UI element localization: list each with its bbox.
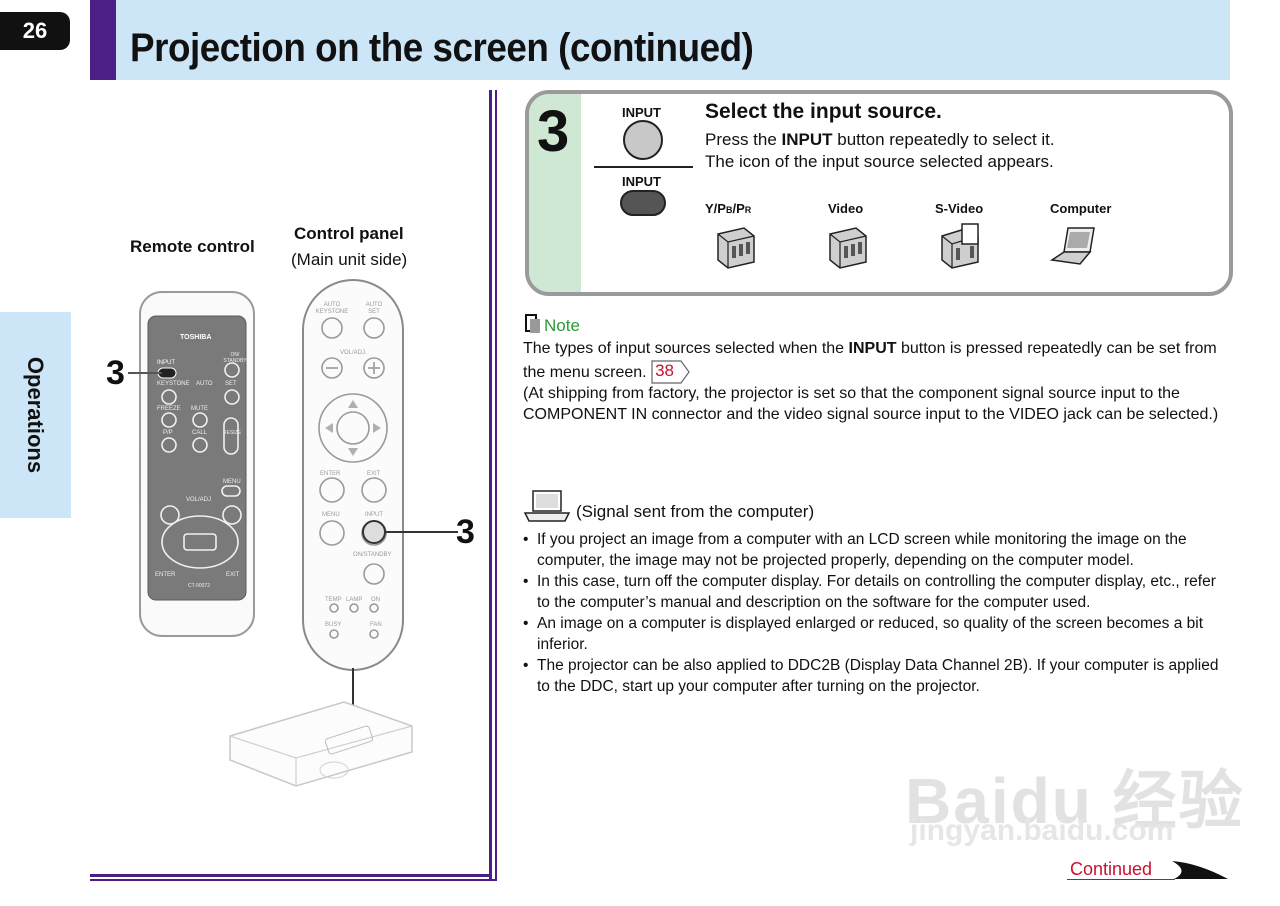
remote-vol-label: VOL/ADJ	[186, 497, 212, 503]
remote-model-label: CT-90072	[188, 583, 210, 589]
note-paragraph-2: (At shipping from factory, the projector…	[523, 385, 1219, 423]
watermark-logo: Baidu 经验	[905, 765, 1245, 837]
panel-auto-set-label: AUTO SET	[365, 302, 383, 315]
panel-input-label: INPUT	[365, 512, 383, 518]
panel-on-label: ON	[371, 597, 380, 603]
input-button-round-icon	[623, 120, 663, 160]
s-video-icon	[941, 223, 979, 269]
panel-divider	[495, 90, 497, 880]
note-heading: Note	[544, 316, 580, 335]
remote-menu-label: MENU	[223, 479, 241, 485]
continued-underline	[1067, 879, 1175, 880]
source-label-computer: Computer	[1050, 201, 1112, 216]
step-line-1-bold: INPUT	[781, 130, 833, 149]
remote-standby-label: ON/ STANDBY	[223, 352, 247, 364]
panel-enter-label: ENTER	[320, 471, 341, 477]
control-panel-illustration	[302, 279, 404, 671]
continued-arrow-icon[interactable]	[1170, 857, 1230, 883]
computer-bullets: If you project an image from a computer …	[523, 530, 1223, 698]
header-band	[90, 0, 1230, 80]
note-p1-post: button is pressed repeatedly can be set …	[523, 340, 1217, 381]
remote-control-label: Remote control	[130, 237, 255, 256]
remote-callout-line	[128, 372, 162, 374]
page-ref-arrow-icon	[651, 359, 690, 384]
remote-freeze-label: FREEZE	[157, 406, 181, 412]
panel-vol-label: VOL/ADJ.	[340, 350, 367, 356]
bullet-continuation: In this case, turn off the computer disp…	[523, 572, 1223, 613]
panel-divider	[90, 879, 497, 881]
note-p1-bold: INPUT	[848, 340, 897, 357]
panel-divider	[90, 874, 492, 877]
projector-illustration	[229, 701, 413, 787]
remote-exit-label: EXIT	[226, 572, 240, 578]
source-label-video: Video	[828, 201, 864, 216]
remote-control-illustration	[139, 291, 255, 637]
remote-pip-label: P/P	[163, 430, 173, 436]
panel-temp-label: TEMP	[325, 597, 342, 603]
component-icon	[717, 227, 755, 269]
panel-divider	[489, 90, 492, 880]
remote-set-label: SET	[225, 381, 237, 387]
panel-fan-label: FAN	[370, 622, 382, 628]
step-line-1-post: button repeatedly to select it.	[832, 130, 1055, 149]
continued-link[interactable]: Continued	[1070, 859, 1153, 879]
panel-lamp-label: LAMP	[346, 597, 363, 603]
bullet-item: If you project an image from a computer …	[523, 530, 1223, 571]
step-line-2: The icon of the input source selected ap…	[705, 152, 1054, 171]
step-line-1: Press the INPUT button repeatedly to sel…	[705, 129, 1055, 150]
step-strip	[529, 94, 581, 292]
remote-brand: TOSHIBA	[180, 334, 212, 341]
source-label-component: Y/PB/PR	[705, 201, 752, 216]
panel-busy-label: BUSY	[325, 622, 342, 628]
bullet-item: An image on a computer is displayed enla…	[523, 614, 1223, 655]
input-button-oval-icon	[620, 190, 666, 216]
panel-auto-keystone-label: AUTO KEYSTONE	[315, 302, 349, 315]
panel-menu-label: MENU	[322, 512, 340, 518]
video-icon	[829, 227, 867, 269]
step-heading: Select the input source.	[705, 100, 942, 123]
step-line-1-pre: Press the	[705, 130, 782, 149]
control-panel-label: Control panel	[294, 224, 404, 243]
page-number: 26	[0, 12, 70, 50]
header-accent-bar	[90, 0, 116, 80]
page-ref-number: 38	[655, 360, 674, 380]
remote-input-label: INPUT	[157, 360, 175, 366]
input-label-remote: INPUT	[622, 105, 661, 120]
remote-resize-label: RESIZE	[223, 430, 242, 436]
control-panel-sublabel: (Main unit side)	[291, 250, 408, 269]
step-number: 3	[537, 99, 570, 164]
page-title: Projection on the screen (continued)	[130, 26, 754, 70]
watermark-url: jingyan.baidu.com	[910, 814, 1174, 847]
source-label-s-video: S-Video	[935, 201, 984, 216]
note-paragraph-1: The types of input sources selected when…	[523, 339, 1223, 384]
remote-enter-label: ENTER	[155, 572, 176, 578]
computer-icon	[1050, 227, 1095, 265]
panel-step-callout: 3	[456, 513, 475, 551]
bullet-item: The projector can be also applied to DDC…	[523, 656, 1223, 697]
input-label-panel: INPUT	[622, 174, 661, 189]
page-ref-badge[interactable]: 38	[651, 359, 691, 384]
remote-step-callout: 3	[106, 354, 125, 392]
panel-input-callout	[362, 520, 458, 544]
note-icon	[525, 314, 540, 333]
remote-call-label: CALL	[192, 430, 208, 436]
computer-section-heading: (Signal sent from the computer)	[576, 502, 815, 521]
note-p1-pre: The types of input sources selected when…	[523, 340, 849, 357]
remote-mute-label: MUTE	[191, 406, 208, 412]
remote-keystone-label: KEYSTONE	[157, 381, 190, 387]
panel-exit-label: EXIT	[367, 471, 381, 477]
side-tab-label: Operations	[23, 356, 49, 474]
computer-signal-icon	[523, 490, 571, 522]
input-divider	[594, 166, 693, 168]
panel-standby-label: ON/STANDBY	[353, 552, 392, 558]
remote-auto-label: AUTO	[196, 381, 213, 387]
side-tab[interactable]	[0, 312, 71, 518]
